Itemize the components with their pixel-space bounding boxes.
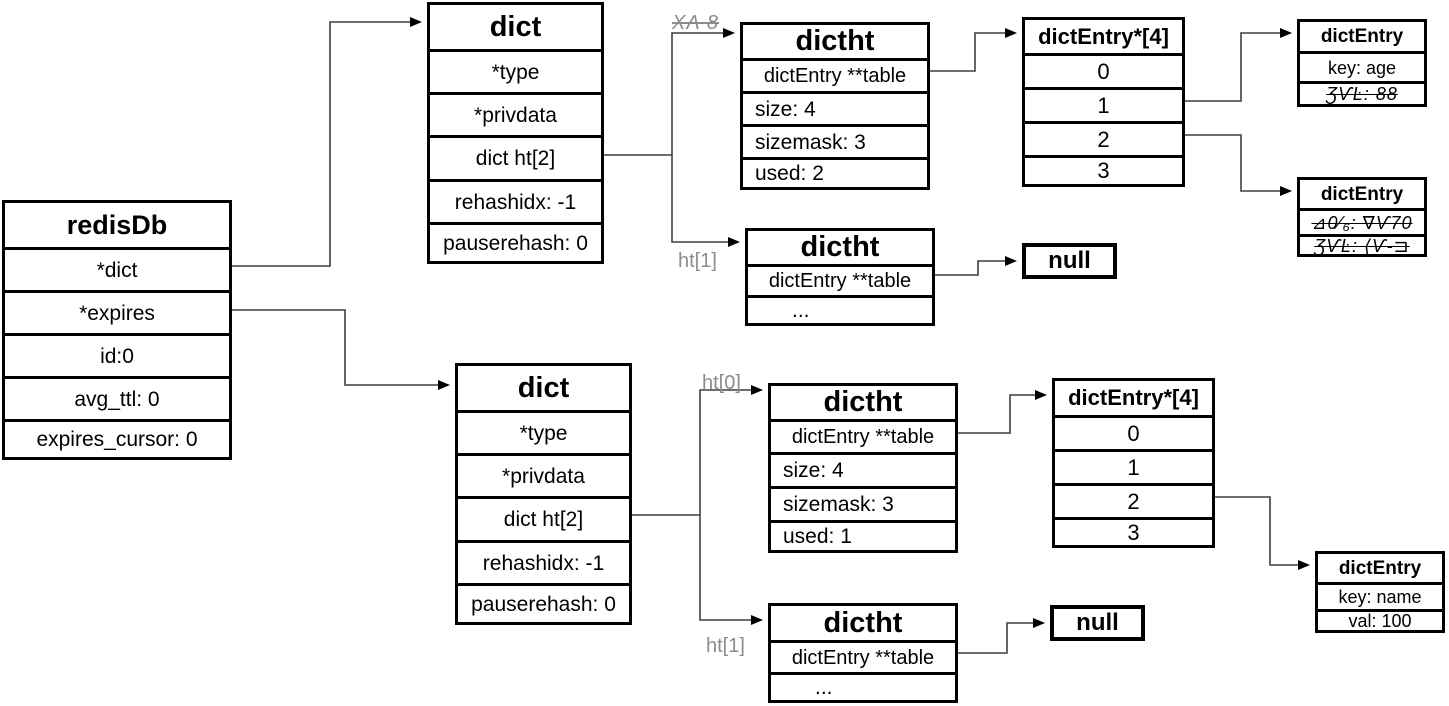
dictht-bottom1-field-table: dictEntry **table	[771, 640, 955, 672]
arrow-array-top-slot2-to-entry-glitch	[1185, 134, 1292, 196]
dictht-top1-field-ellipsis: ...	[748, 295, 932, 323]
arrow-redisdb-expires-to-dict-bottom	[232, 309, 450, 390]
arrow-dictht-top1-table-to-null	[935, 256, 1017, 276]
array-bottom-box: dictEntry*[4] 0 1 2 3	[1052, 378, 1215, 548]
arrow-dict-bottom-ht1-to-dictht	[699, 515, 763, 625]
redisdb-title: redisDb	[66, 209, 168, 240]
arrow-dict-bottom-ht0-to-dictht	[632, 385, 763, 516]
dict-top-field-rehashidx: rehashidx: -1	[430, 179, 601, 222]
arrow-dictht-top0-table-to-array	[930, 28, 1017, 72]
dictht-bottom0-field-used: used: 1	[771, 520, 955, 550]
dict-top-field-ht2: dict ht[2]	[430, 135, 601, 179]
entry-name-title: dictEntry	[1338, 557, 1422, 579]
dict-top-field-type: *type	[430, 49, 601, 92]
entry-age-title: dictEntry	[1320, 26, 1404, 47]
dictht-top0-box: dictht dictEntry **table size: 4 sizemas…	[740, 22, 930, 190]
dict-bottom-field-ht2: dict ht[2]	[458, 496, 629, 540]
dict-top-title: dict	[489, 10, 542, 43]
redisdb-box: redisDb *dict *expires id:0 avg_ttl: 0 e…	[2, 200, 232, 460]
dictht-top0-field-used: used: 2	[743, 157, 927, 187]
dictht-top0-title: dictht	[795, 25, 875, 57]
arrow-dictht-bottom0-table-to-array	[958, 390, 1047, 434]
dictht-bottom1-title: dictht	[823, 606, 903, 639]
dictht-bottom1-field-ellipsis: ...	[771, 672, 955, 700]
label-ht0-bottom: ht[0]	[702, 372, 741, 394]
arrow-dict-top-ht0-to-dictht	[604, 28, 735, 156]
array-bottom-slot-2: 2	[1055, 483, 1212, 517]
entry-age-key: key: age	[1300, 51, 1424, 81]
label-ht1-top: ht[1]	[678, 250, 717, 272]
arrow-array-bottom-slot2-to-entry-name	[1215, 496, 1310, 570]
dictht-bottom0-title: dictht	[823, 386, 903, 418]
dictht-top1-title: dictht	[800, 231, 880, 263]
dict-top-field-pauserehash: pauserehash: 0	[430, 222, 601, 261]
arrow-redisdb-dict-to-dict-top	[232, 17, 422, 267]
arrow-array-top-slot1-to-entry-age	[1185, 28, 1292, 102]
dict-bottom-field-pauserehash: pauserehash: 0	[458, 583, 629, 622]
null-bottom-label: null	[1076, 609, 1119, 636]
dictht-top0-field-sizemask: sizemask: 3	[743, 124, 927, 157]
array-top-box: dictEntry*[4] 0 1 2 3	[1022, 17, 1185, 187]
entry-glitch-key: ⊿0⁄₆: ∇Ѵ70	[1300, 208, 1424, 234]
array-top-slot-1: 1	[1025, 87, 1182, 121]
dict-top-field-privdata: *privdata	[430, 92, 601, 135]
dictht-top1-field-table: dictEntry **table	[748, 264, 932, 295]
dict-top-box: dict *type *privdata dict ht[2] rehashid…	[427, 2, 604, 264]
dict-bottom-box: dict *type *privdata dict ht[2] rehashid…	[455, 363, 632, 625]
dictht-bottom0-field-size: size: 4	[771, 452, 955, 486]
redisdb-field-expires-cursor: expires_cursor: 0	[5, 419, 229, 457]
redisdb-field-dict: *dict	[5, 247, 229, 290]
entry-glitch-val: ƷѴĿ: ⟨Ѵ-⊐	[1300, 234, 1424, 255]
dictht-top1-box: dictht dictEntry **table ...	[745, 228, 935, 326]
arrow-dict-top-ht1-to-dictht	[671, 155, 740, 247]
null-top-label: null	[1048, 247, 1091, 274]
redisdb-field-expires: *expires	[5, 290, 229, 333]
null-bottom-box: null	[1050, 605, 1145, 641]
dictht-top0-field-size: size: 4	[743, 91, 927, 124]
label-ht1-bottom: ht[1]	[706, 635, 745, 657]
dictht-top0-field-table: dictEntry **table	[743, 58, 927, 91]
dict-bottom-title: dict	[517, 371, 570, 404]
entry-age-val: ƷѴĿ: 88	[1300, 81, 1424, 104]
entry-glitch-title: dictEntry	[1320, 183, 1404, 205]
dictht-bottom0-field-sizemask: sizemask: 3	[771, 486, 955, 520]
dict-bottom-field-privdata: *privdata	[458, 453, 629, 496]
redisdb-field-id: id:0	[5, 333, 229, 376]
null-top-box: null	[1022, 243, 1117, 279]
array-bottom-slot-3: 3	[1055, 517, 1212, 545]
array-bottom-slot-1: 1	[1055, 449, 1212, 483]
entry-age-box: dictEntry key: age ƷѴĿ: 88	[1297, 19, 1427, 107]
entry-name-key: key: name	[1318, 582, 1442, 609]
redisdb-field-avg-ttl: avg_ttl: 0	[5, 376, 229, 419]
arrow-dictht-bottom1-table-to-null	[958, 618, 1045, 654]
entry-name-box: dictEntry key: name val: 100	[1315, 551, 1445, 633]
dict-bottom-field-rehashidx: rehashidx: -1	[458, 540, 629, 583]
entry-name-val: val: 100	[1318, 609, 1442, 630]
array-top-slot-0: 0	[1025, 53, 1182, 87]
dictht-bottom0-field-table: dictEntry **table	[771, 419, 955, 452]
entry-glitch-box: dictEntry ⊿0⁄₆: ∇Ѵ70 ƷѴĿ: ⟨Ѵ-⊐	[1297, 177, 1427, 257]
label-ht0-top: ΧΛ 8	[672, 12, 719, 34]
array-top-title: dictEntry*[4]	[1038, 23, 1169, 49]
array-top-slot-2: 2	[1025, 121, 1182, 155]
dict-bottom-field-type: *type	[458, 410, 629, 453]
array-bottom-slot-0: 0	[1055, 415, 1212, 449]
dictht-bottom0-box: dictht dictEntry **table size: 4 sizemas…	[768, 383, 958, 553]
array-top-slot-3: 3	[1025, 155, 1182, 184]
array-bottom-title: dictEntry*[4]	[1068, 385, 1199, 410]
dictht-bottom1-box: dictht dictEntry **table ...	[768, 603, 958, 703]
